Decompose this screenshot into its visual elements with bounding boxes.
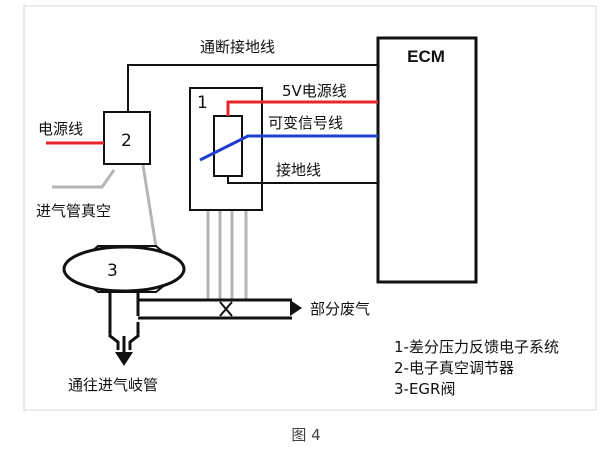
variable-signal-label: 可变信号线 (268, 114, 343, 132)
ecm-box (376, 36, 478, 284)
intake-vacuum-hose (52, 169, 116, 189)
component-number-2: 2 (121, 131, 132, 151)
egr-valve-diaphragm (62, 245, 186, 293)
ecm-label: ECM (407, 47, 445, 66)
exhaust-inlet-arrow (290, 300, 302, 316)
partial-exhaust-label: 部分废气 (310, 300, 370, 318)
legend: 1-差分压力反馈电子系统 2-电子真空调节器 3-EGR阀 (394, 338, 559, 398)
to-intake-manifold-label: 通往进气岐管 (68, 376, 158, 394)
through-ground-label: 通断接地线 (200, 38, 275, 56)
power-label: 电源线 (38, 120, 83, 138)
legend-item: 2-电子真空调节器 (394, 359, 514, 377)
intake-vacuum-label: 进气管真空 (36, 202, 111, 220)
legend-item: 1-差分压力反馈电子系统 (394, 338, 559, 356)
legend-item: 3-EGR阀 (394, 380, 455, 398)
supply-5v-label: 5V电源线 (282, 82, 347, 100)
vacuum-regulator-box (103, 111, 151, 165)
egr-vacuum-hose (141, 164, 158, 248)
vacuum-hoses (52, 164, 248, 300)
variable-signal-wire (199, 134, 378, 162)
supply-5v-wire (226, 100, 378, 116)
through-ground-wire (127, 64, 378, 112)
manifold-outlet-arrow (115, 352, 133, 366)
orifice-mark (219, 301, 233, 317)
component-number-3: 3 (107, 261, 118, 281)
dpfe-resistor (213, 115, 243, 177)
egr-valve-stem (108, 291, 140, 350)
figure-caption: 图 4 (291, 426, 320, 444)
ground-wire (227, 176, 378, 184)
component-number-1: 1 (197, 93, 208, 113)
ground-label: 接地线 (276, 161, 321, 179)
